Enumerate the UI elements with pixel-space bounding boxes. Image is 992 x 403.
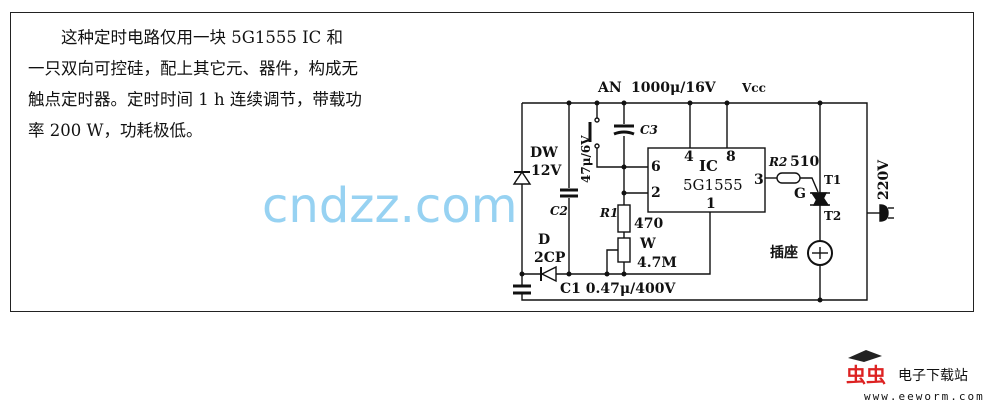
text-line: 率 200 W，功耗极低。 xyxy=(28,121,203,140)
junction-dots xyxy=(519,100,823,303)
label-vcc: Vcc xyxy=(742,81,766,95)
label-c1: C1 0.47μ/400V xyxy=(560,281,676,297)
label-r1-value: 470 xyxy=(634,216,664,232)
label-g: G xyxy=(794,186,806,202)
logo-site: 电子下载站 xyxy=(898,368,968,384)
diode-d-icon xyxy=(540,265,557,283)
triac-icon xyxy=(810,191,830,207)
label-dw-value: 12V xyxy=(531,163,562,179)
label-pin4: 4 xyxy=(684,149,694,165)
logo-url: www.eeworm.com xyxy=(864,390,985,403)
plug-icon xyxy=(879,204,894,222)
label-pin1: 1 xyxy=(706,196,716,212)
text-line: 这种定时电路仅用一块 5G1555 IC 和 xyxy=(61,28,344,47)
resistor-r2-icon xyxy=(776,172,801,184)
label-pin8: 8 xyxy=(726,149,736,165)
potentiometer-w-icon xyxy=(617,237,631,263)
capacitor-c2-icon xyxy=(560,188,578,198)
text-line: 触点定时器。定时时间 1 h 连续调节，带载功 xyxy=(28,90,362,109)
label-r2: R2 xyxy=(769,155,788,169)
watermark: cndzz.com xyxy=(262,178,518,234)
switch-an-icon xyxy=(588,117,600,149)
label-d-value: 2CP xyxy=(534,250,566,266)
capacitor-c3-icon xyxy=(613,124,635,136)
frame xyxy=(10,12,974,312)
label-pin2: 2 xyxy=(651,185,661,201)
label-w-value: 4.7M xyxy=(637,255,677,271)
ic-5g1555 xyxy=(647,147,766,213)
label-mains: 220V xyxy=(876,159,892,200)
socket-icon xyxy=(807,240,833,266)
label-t2: T2 xyxy=(824,209,842,223)
description-paragraph: 这种定时电路仅用一块 5G1555 IC 和 一只双向可控硅，配上其它元、器件，… xyxy=(28,22,468,146)
capacitor-c1-icon xyxy=(513,284,531,295)
graduation-cap-icon xyxy=(848,350,882,362)
resistor-r1-icon xyxy=(617,204,631,233)
label-socket: 插座 xyxy=(770,245,798,261)
label-c2-value: 47μ/6V xyxy=(579,135,593,183)
label-pin6: 6 xyxy=(651,159,661,175)
label-ic-part: 5G1555 xyxy=(683,176,743,194)
label-c3: C3 xyxy=(640,123,658,137)
label-d: D xyxy=(538,232,551,248)
label-w: W xyxy=(640,236,656,252)
text-line: 一只双向可控硅，配上其它元、器件，构成无 xyxy=(28,59,358,78)
label-dw: DW xyxy=(530,145,558,161)
label-ic: IC xyxy=(699,157,718,175)
label-c3-value: 1000μ/16V xyxy=(631,80,716,96)
label-pin3: 3 xyxy=(754,172,764,188)
label-c2: C2 xyxy=(550,204,568,218)
zener-dw-icon xyxy=(512,170,532,185)
label-r2-value: 510 xyxy=(790,154,820,170)
label-an: AN xyxy=(598,80,622,96)
label-t1: T1 xyxy=(824,173,842,187)
label-r1: R1 xyxy=(600,206,619,220)
logo-cn: 虫虫 xyxy=(846,363,886,387)
